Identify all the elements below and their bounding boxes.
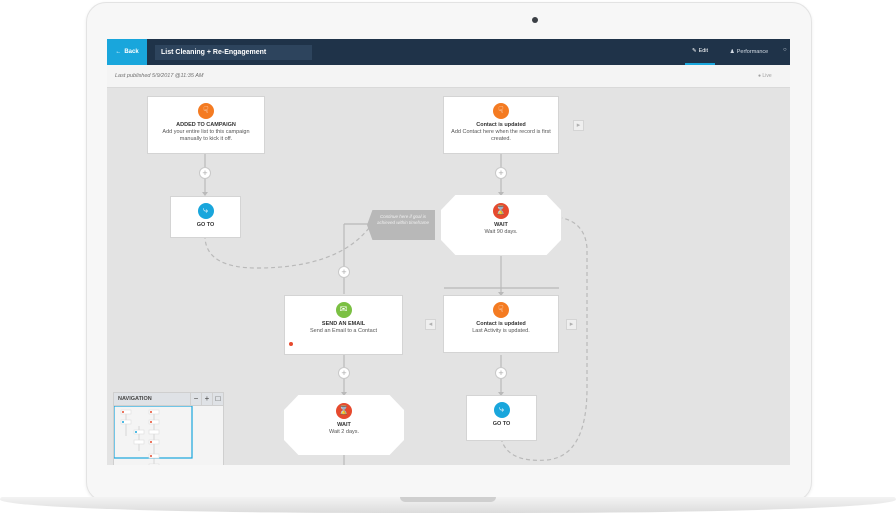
- last-published: Last published 5/9/2017 @11:35 AM: [115, 73, 204, 79]
- node-desc: Wait 2 days.: [328, 429, 360, 435]
- more-icon[interactable]: ○: [783, 47, 787, 53]
- navigation-panel: NAVIGATION − + □: [113, 392, 224, 465]
- goal-tooltip: Continue here if goal is achieved within…: [367, 210, 435, 240]
- side-arrow-right-icon[interactable]: ▸: [566, 319, 577, 330]
- arrowhead: [498, 292, 504, 296]
- node-send-email[interactable]: ✉ SEND AN EMAIL Send an Email to a Conta…: [284, 295, 403, 355]
- arrowhead: [341, 392, 347, 396]
- arrowhead: [202, 192, 208, 196]
- arrowhead: [498, 392, 504, 396]
- minimap-drawing: [114, 406, 193, 465]
- back-label: Back: [124, 49, 139, 55]
- node-goto[interactable]: ⤷ GO TO: [170, 196, 241, 238]
- minimap[interactable]: [114, 406, 223, 465]
- app-screen: ← Back List Cleaning + Re-Engagement ✎ E…: [107, 39, 790, 465]
- arrowhead: [498, 192, 504, 196]
- status-live-label: Live: [762, 73, 772, 79]
- hourglass-icon: ⌛: [336, 403, 352, 419]
- node-goto[interactable]: ⤷ GO TO: [466, 395, 537, 441]
- goto-dashed-path: [500, 217, 588, 461]
- add-step-button[interactable]: +: [199, 167, 211, 179]
- node-title: WAIT: [337, 422, 351, 428]
- add-step-button[interactable]: +: [495, 367, 507, 379]
- hand-pointer-icon: ☟: [493, 302, 509, 318]
- node-desc: Last Activity is updated.: [472, 328, 530, 334]
- status-bar: Last published 5/9/2017 @11:35 AM ● Live: [107, 65, 790, 88]
- hand-pointer-icon: ☟: [493, 103, 509, 119]
- campaign-title[interactable]: List Cleaning + Re-Engagement: [155, 45, 312, 60]
- status-live[interactable]: ● Live: [758, 73, 772, 79]
- laptop-notch: [400, 497, 496, 502]
- node-desc: Add Contact here when the record is firs…: [451, 129, 551, 142]
- arrow-left-icon: ←: [115, 49, 122, 55]
- hourglass-icon: ⌛: [493, 203, 509, 219]
- hand-pointer-icon: ☟: [198, 103, 214, 119]
- person-icon: ♟: [729, 49, 735, 55]
- tab-performance[interactable]: ♟ Performance: [723, 39, 775, 65]
- node-wait[interactable]: ⌛ WAIT Wait 2 days.: [284, 395, 404, 455]
- side-arrow-right-icon[interactable]: ▸: [573, 120, 584, 131]
- top-bar: ← Back List Cleaning + Re-Engagement ✎ E…: [107, 39, 790, 65]
- zoom-out-button[interactable]: −: [190, 392, 201, 406]
- node-title: Contact is updated: [476, 321, 526, 327]
- goto-arrow-icon: ⤷: [493, 402, 510, 418]
- envelope-icon: ✉: [335, 302, 352, 318]
- goto-dashed-path: [204, 227, 370, 269]
- camera: [532, 17, 538, 23]
- node-title: WAIT: [494, 222, 508, 228]
- pencil-icon: ✎: [691, 48, 697, 54]
- node-contact-updated[interactable]: ☟ Contact is updated Add Contact here wh…: [443, 96, 559, 154]
- navigation-title: NAVIGATION: [118, 396, 152, 402]
- node-title: ADDED TO CAMPAIGN: [176, 122, 236, 128]
- tab-edit-label: Edit: [698, 48, 709, 54]
- node-contact-updated[interactable]: ☟ Contact is updated Last Activity is up…: [443, 295, 559, 353]
- back-button[interactable]: ← Back: [107, 39, 147, 65]
- add-step-button[interactable]: +: [338, 266, 350, 278]
- node-desc: Wait 90 days.: [484, 229, 518, 235]
- node-title: GO TO: [196, 222, 215, 228]
- workflow-canvas[interactable]: Continue here if goal is achieved within…: [107, 88, 790, 465]
- node-title: Contact is updated: [476, 122, 526, 128]
- tab-performance-label: Performance: [736, 49, 769, 55]
- zoom-in-button[interactable]: +: [201, 392, 212, 406]
- live-dot-icon: ●: [758, 73, 762, 79]
- side-arrow-left-icon[interactable]: ◂: [425, 319, 436, 330]
- node-desc: Add your entire list to this campaign ma…: [162, 129, 250, 142]
- fit-view-button[interactable]: □: [212, 392, 223, 406]
- node-wait[interactable]: ⌛ WAIT Wait 90 days.: [441, 195, 561, 255]
- add-step-button[interactable]: +: [338, 367, 350, 379]
- laptop-base: [0, 497, 896, 513]
- node-title: GO TO: [492, 421, 511, 427]
- node-desc: Send an Email to a Contact: [310, 328, 377, 334]
- error-dot: [289, 342, 293, 346]
- add-step-button[interactable]: +: [495, 167, 507, 179]
- node-added-to-campaign[interactable]: ☟ ADDED TO CAMPAIGN Add your entire list…: [147, 96, 265, 154]
- navigation-header: NAVIGATION − + □: [114, 392, 223, 406]
- node-title: SEND AN EMAIL: [321, 321, 366, 327]
- tab-edit[interactable]: ✎ Edit: [685, 39, 715, 65]
- goto-arrow-icon: ⤷: [197, 203, 214, 219]
